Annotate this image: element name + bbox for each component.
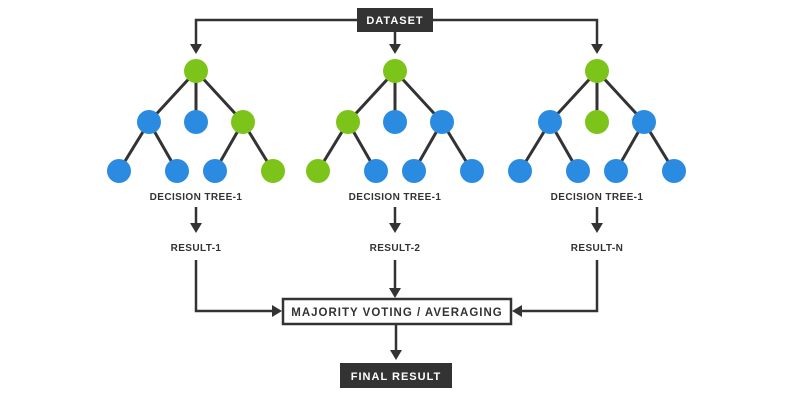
tree-leaf-node-1 <box>364 159 388 183</box>
tree-mid-node-0 <box>538 110 562 134</box>
final-result-box-bg <box>340 363 452 388</box>
arrowhead-tree-2 <box>389 44 401 54</box>
trees-layer <box>107 59 686 183</box>
arrow-result-n-to-voting <box>520 260 599 313</box>
tree-leaf-node-0 <box>107 159 131 183</box>
result-to-voting-arrows <box>194 260 599 317</box>
voting-box-bg <box>281 297 513 326</box>
dataset-box: DATASET <box>357 8 433 32</box>
tree-leaf-node-0 <box>508 159 532 183</box>
result-2-label: RESULT-2 <box>370 243 421 254</box>
tree-mid-node-0 <box>336 110 360 134</box>
tree-mid-node-1 <box>383 110 407 134</box>
final-result-label: FINAL RESULT <box>351 371 441 383</box>
arrowhead-voting-top <box>389 288 401 298</box>
tree-mid-node-1 <box>585 110 609 134</box>
dataset-label: DATASET <box>366 15 423 27</box>
tree-leaf-node-1 <box>566 159 590 183</box>
dataset-box-bg <box>357 8 433 32</box>
tree-2-label: DECISION TREE-1 <box>349 192 442 203</box>
arrowhead-voting-right <box>512 305 522 317</box>
arrow-dataset-to-tree-1 <box>194 18 357 46</box>
arrowhead-final <box>390 350 402 360</box>
arrow-dataset-to-tree-n <box>433 18 599 46</box>
tree-leaf-node-2 <box>402 159 426 183</box>
tree-leaf-node-0 <box>306 159 330 183</box>
tree-leaf-node-2 <box>604 159 628 183</box>
arrowhead-tree-n <box>591 44 603 54</box>
tree-leaf-node-3 <box>261 159 285 183</box>
result-1-label: RESULT-1 <box>171 243 222 254</box>
arrowhead-result-n <box>591 223 603 233</box>
tree-mid-node-2 <box>231 110 255 134</box>
final-result-box: FINAL RESULT <box>340 363 452 388</box>
arrowhead-result-1 <box>190 223 202 233</box>
tree-mid-node-0 <box>137 110 161 134</box>
arrowhead-result-2 <box>389 223 401 233</box>
tree-mid-node-1 <box>184 110 208 134</box>
arrow-result-1-to-voting <box>194 260 274 313</box>
tree-mid-node-2 <box>632 110 656 134</box>
tree-1-label: DECISION TREE-1 <box>150 192 243 203</box>
decision-tree-2 <box>306 59 484 183</box>
tree-leaf-node-2 <box>203 159 227 183</box>
tree-n-label: DECISION TREE-1 <box>551 192 644 203</box>
tree-leaf-node-3 <box>460 159 484 183</box>
decision-tree-3 <box>508 59 686 183</box>
tree-mid-node-2 <box>430 110 454 134</box>
dataset-arrows <box>190 18 603 54</box>
tree-root-node <box>585 59 609 83</box>
arrowhead-voting-left <box>272 305 282 317</box>
tree-root-node <box>184 59 208 83</box>
tree-to-result-arrows <box>190 207 603 233</box>
tree-leaf-node-3 <box>662 159 686 183</box>
voting-box: MAJORITY VOTING / AVERAGING <box>281 297 513 326</box>
tree-leaf-node-1 <box>165 159 189 183</box>
voting-label: MAJORITY VOTING / AVERAGING <box>291 307 502 319</box>
tree-root-node <box>383 59 407 83</box>
arrowhead-tree-1 <box>190 44 202 54</box>
decision-tree-1 <box>107 59 285 183</box>
result-n-label: RESULT-N <box>571 243 623 254</box>
